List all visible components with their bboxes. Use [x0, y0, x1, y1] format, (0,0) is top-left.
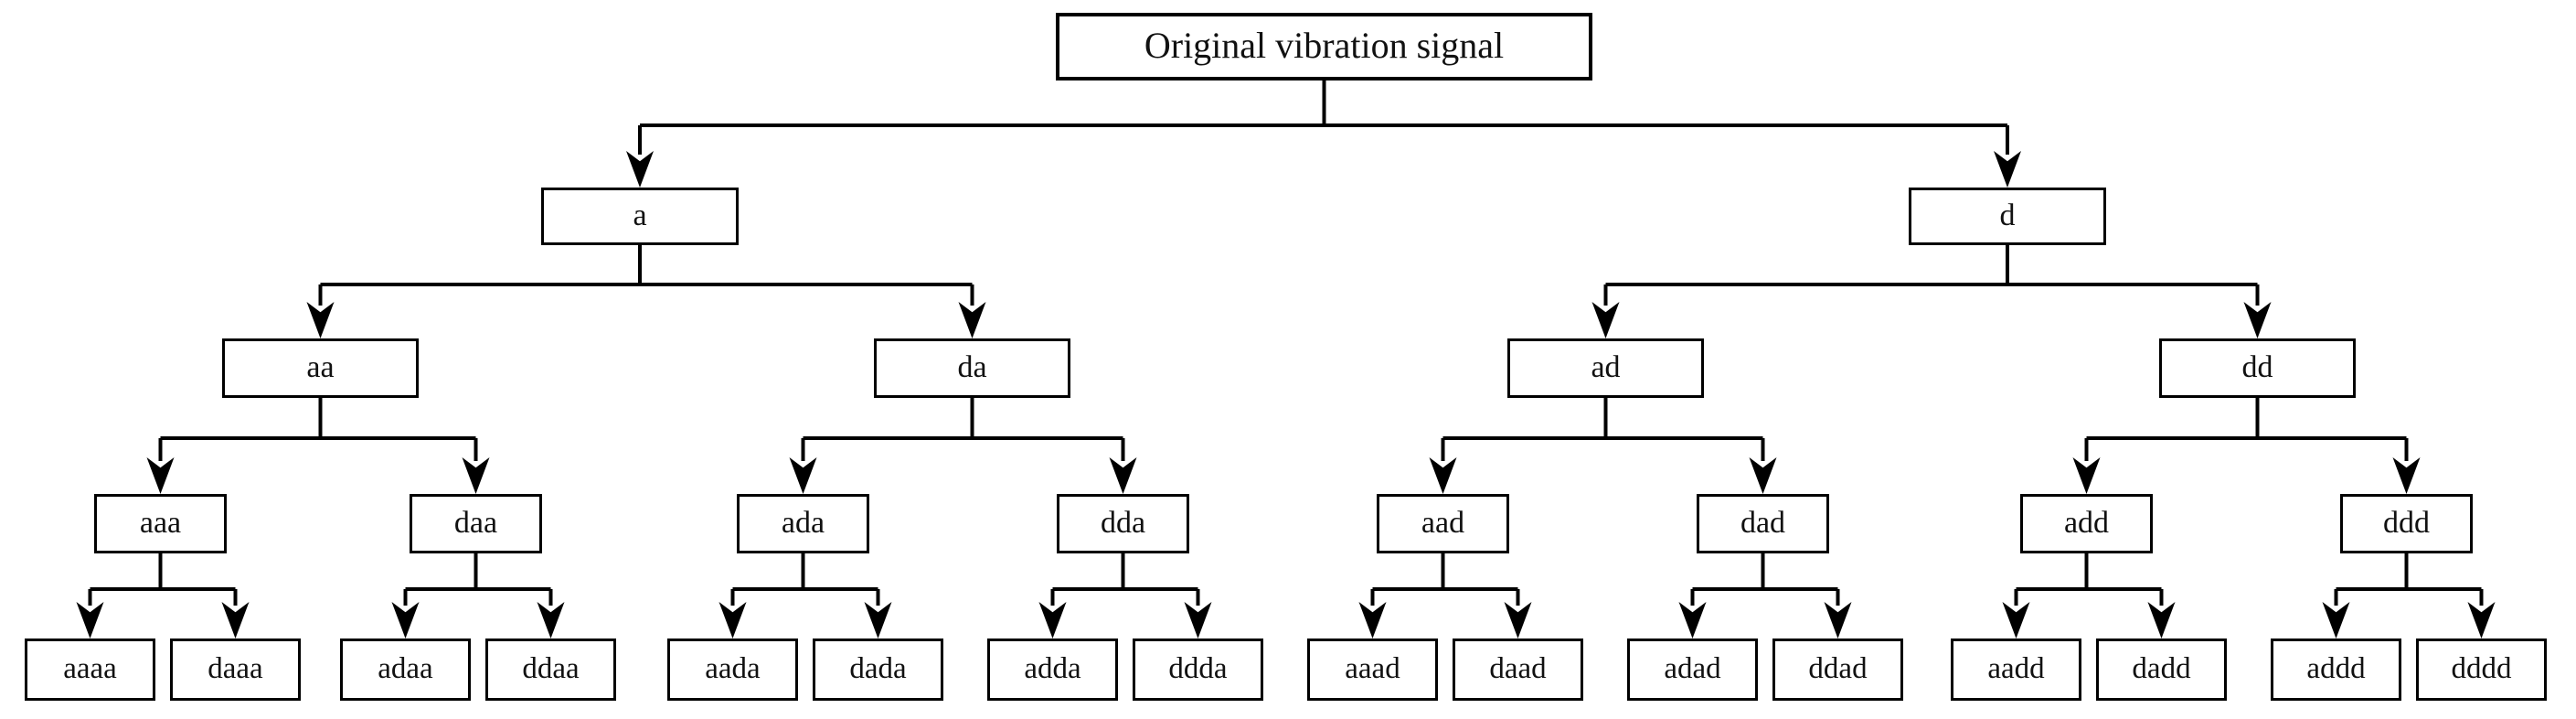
tree-node-label: dda	[1100, 505, 1146, 540]
tree-node-adaa: adaa	[340, 639, 471, 701]
edge-arrowhead	[1184, 602, 1212, 639]
tree-node-aaad: aaad	[1307, 639, 1438, 701]
edge-arrowhead	[2243, 302, 2272, 338]
edge-arrowhead	[1678, 602, 1707, 639]
tree-node-ddaa: ddaa	[485, 639, 616, 701]
tree-node-label: daad	[1489, 651, 1547, 685]
tree-node-aa: aa	[222, 338, 419, 398]
edge-arrowhead	[221, 602, 250, 639]
edge-arrowhead	[1504, 602, 1532, 639]
tree-node-add: add	[2020, 494, 2153, 553]
edge-arrowhead	[76, 602, 104, 639]
tree-node-dad: dad	[1697, 494, 1829, 553]
edge-arrowhead	[1038, 602, 1067, 639]
edge-arrowhead	[626, 151, 654, 188]
edge-arrowhead	[958, 302, 986, 338]
tree-node-label: ada	[781, 505, 825, 540]
tree-node-ad: ad	[1507, 338, 1704, 398]
tree-node-aada: aada	[667, 639, 798, 701]
tree-node-d: d	[1909, 188, 2106, 245]
edge-arrowhead	[462, 457, 490, 494]
tree-node-addd: addd	[2271, 639, 2401, 701]
tree-node-label: ddd	[2383, 505, 2430, 540]
edge-arrowhead	[1824, 602, 1852, 639]
edge-arrowhead	[306, 302, 335, 338]
tree-node-label: dddd	[2451, 651, 2512, 685]
tree-node-label: ad	[1591, 349, 1621, 384]
edge-arrowhead	[2467, 602, 2496, 639]
tree-node-aad: aad	[1377, 494, 1509, 553]
edge-arrowhead	[1591, 302, 1620, 338]
tree-node-label: daa	[453, 505, 498, 540]
tree-node-daa: daa	[410, 494, 542, 553]
edge-arrowhead	[537, 602, 565, 639]
tree-node-dadd: dadd	[2096, 639, 2227, 701]
tree-node-a: a	[541, 188, 739, 245]
edge-arrowhead	[2147, 602, 2176, 639]
edge-arrowhead	[2002, 602, 2030, 639]
tree-node-label: aaa	[139, 505, 182, 540]
edge-arrowhead	[719, 602, 747, 639]
tree-node-label: dd	[2241, 349, 2273, 384]
tree-node-dada: dada	[813, 639, 943, 701]
tree-node-label: adda	[1024, 651, 1081, 685]
tree-node-ddd: ddd	[2340, 494, 2473, 553]
tree-node-label: daaa	[208, 651, 263, 685]
edge-arrowhead	[391, 602, 420, 639]
tree-node-label: a	[633, 198, 647, 232]
tree-node-ada: ada	[737, 494, 869, 553]
edge-arrowhead	[789, 457, 817, 494]
tree-node-label: aada	[705, 651, 761, 685]
tree-node-label: dadd	[2132, 651, 2191, 685]
tree-node-label: addd	[2306, 651, 2366, 685]
tree-node-label: aad	[1421, 505, 1465, 540]
tree-node-adda: adda	[987, 639, 1118, 701]
tree-node-label: adad	[1664, 651, 1721, 685]
tree-node-label: Original vibration signal	[1144, 25, 1505, 66]
tree-node-aaaa: aaaa	[25, 639, 155, 701]
edge-arrowhead	[1749, 457, 1777, 494]
tree-node-label: dada	[849, 651, 907, 685]
edge-arrowhead	[864, 602, 892, 639]
tree-node-adad: adad	[1627, 639, 1758, 701]
tree-node-label: aaaa	[63, 651, 117, 685]
edge-arrowhead	[2072, 457, 2101, 494]
tree-node-original-vibration-signal: Original vibration signal	[1056, 13, 1592, 80]
edge-arrowhead	[1358, 602, 1387, 639]
tree-node-label: da	[957, 349, 987, 384]
edge-arrowhead	[2322, 602, 2350, 639]
tree-node-label: aadd	[1987, 651, 2045, 685]
tree-node-label: adaa	[378, 651, 433, 685]
tree-node-label: add	[2063, 505, 2110, 540]
tree-node-label: ddda	[1168, 651, 1228, 685]
tree-node-aaa: aaa	[94, 494, 227, 553]
tree-node-dddd: dddd	[2416, 639, 2547, 701]
edge-arrowhead	[2392, 457, 2421, 494]
tree-node-dd: dd	[2159, 338, 2356, 398]
tree-node-label: aaad	[1345, 651, 1400, 685]
tree-node-aadd: aadd	[1951, 639, 2081, 701]
edge-arrowhead	[1429, 457, 1457, 494]
tree-node-daaa: daaa	[170, 639, 301, 701]
tree-node-dda: dda	[1057, 494, 1189, 553]
tree-node-label: aa	[306, 349, 335, 384]
edge-arrowhead	[146, 457, 175, 494]
tree-node-label: ddad	[1808, 651, 1868, 685]
tree-node-ddda: ddda	[1133, 639, 1263, 701]
edge-arrowhead	[1109, 457, 1137, 494]
tree-node-label: d	[1999, 198, 2016, 232]
tree-node-label: ddaa	[522, 651, 580, 685]
tree-node-da: da	[874, 338, 1070, 398]
tree-node-ddad: ddad	[1772, 639, 1903, 701]
tree-node-daad: daad	[1453, 639, 1583, 701]
edge-arrowhead	[1994, 151, 2021, 188]
tree-node-label: dad	[1740, 505, 1786, 540]
